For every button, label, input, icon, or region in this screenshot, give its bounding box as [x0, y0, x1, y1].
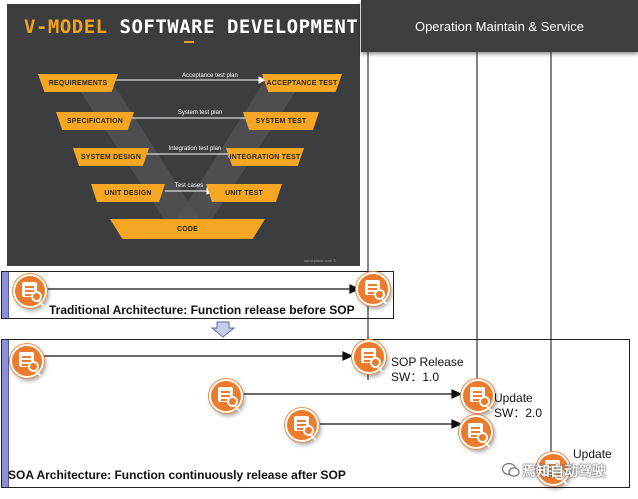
- title-underline: [184, 41, 194, 43]
- code-box: CODE: [110, 219, 265, 239]
- soa-start-node-icon: [10, 344, 44, 378]
- unit-test-box: UNIT TEST: [206, 184, 282, 202]
- feature-2-start-node-icon: [209, 379, 243, 413]
- integration-test-box: INTEGRATION TEST: [226, 148, 304, 166]
- v-model-title-main: SOFTWARE DEVELOPMENT: [119, 16, 359, 38]
- v-model-title: V-MODEL SOFTWARE DEVELOPMENT: [24, 16, 358, 38]
- feature-3-start-node-icon: [285, 408, 319, 442]
- traditional-release-node-icon: [356, 272, 390, 306]
- operation-maintain-service-header: Operation Maintain & Service: [361, 0, 638, 52]
- sw-2-label: SW：2.0: [494, 406, 543, 420]
- soa-frame-bar: [2, 340, 9, 487]
- traditional-start-node-icon: [13, 274, 47, 308]
- integration-test-plan-label: Integration test plan: [168, 146, 222, 152]
- update-1-node-icon: [461, 379, 495, 413]
- v-model-footer: someplace.com ©: [304, 258, 337, 263]
- sw-1-label: SW：1.0: [391, 370, 440, 384]
- acceptance-test-plan-label: Acceptance test plan: [182, 73, 238, 79]
- unit-design-box: UNIT DESIGN: [91, 184, 165, 202]
- system-test-box: SYSTEM TEST: [243, 112, 319, 130]
- specification-box: SPECIFICATION: [56, 112, 134, 130]
- soa-architecture-frame: [1, 339, 630, 488]
- traditional-caption: Traditional Architecture: Function relea…: [49, 303, 355, 317]
- test-cases-label: Test cases: [174, 183, 204, 189]
- v-model-title-accent: V-MODEL: [24, 16, 108, 38]
- update-2-label: Update: [573, 447, 612, 461]
- sop-release-label: SOP Release: [391, 355, 464, 369]
- update-1b-node-icon: [459, 415, 493, 449]
- traditional-frame-bar: [2, 272, 9, 318]
- system-test-plan-label: System test plan: [177, 110, 223, 116]
- system-design-box: SYSTEM DESIGN: [73, 148, 149, 166]
- requirements-box: REQUIREMENTS: [38, 74, 118, 92]
- update-1-label: Update: [494, 391, 533, 405]
- wechat-icon: [502, 462, 520, 477]
- soa-caption: SOA Architecture: Function continuously …: [8, 468, 346, 482]
- sop-release-node-icon: [352, 340, 386, 374]
- traditional-architecture-frame: [1, 271, 394, 319]
- acceptance-test-box: ACCEPTANCE TEST: [262, 74, 342, 92]
- down-arrow-icon: [210, 321, 236, 338]
- watermark-text: 焉知自动驾驶: [522, 463, 606, 479]
- update-2-node-icon: [536, 452, 570, 486]
